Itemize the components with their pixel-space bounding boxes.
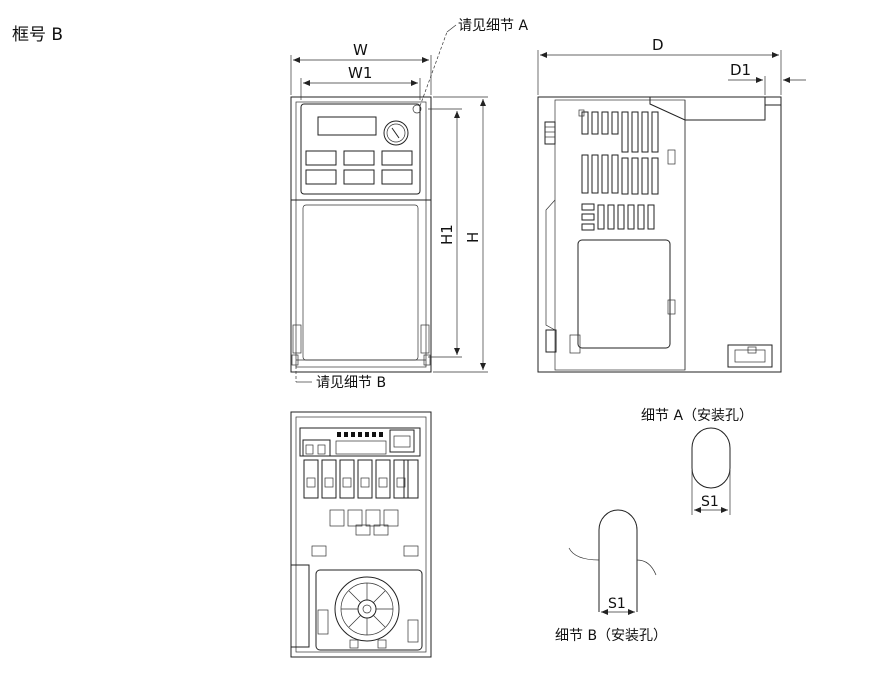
dim-w-label: W [353,41,368,59]
side-view: D D1 [537,36,806,373]
detail-a-title: 细节 A（安装孔） [641,408,753,424]
dim-d1-label: D1 [730,61,751,79]
fan-icon [334,576,400,642]
io-pins [335,432,387,455]
callout-detail-b: 请见细节 B [316,375,386,391]
mounting-hole-a-icon [412,104,422,114]
terminal-block [299,427,421,457]
detail-b: S1 细节 B（安装孔） [555,509,667,644]
dim-h1-label: H1 [438,224,456,245]
vent-slots [581,111,659,231]
frame-label: 框号 B [12,25,63,45]
keypad-panel [300,103,421,195]
dim-w1-label: W1 [348,64,372,82]
display-window [317,116,377,136]
side-label-area [577,239,671,349]
bottom-view [290,411,432,658]
keyhole-b-icon [598,509,638,612]
detail-b-s1: S1 [608,596,626,612]
detail-a-s1: S1 [701,494,719,510]
power-terminals [303,459,419,536]
dim-d-label: D [652,36,664,54]
callout-detail-a: 请见细节 A [458,18,528,34]
front-cover [302,204,419,361]
front-view: 请见细节 A 请见细节 B W W1 H H1 [290,18,528,391]
detail-a: 细节 A（安装孔） S1 [641,408,753,515]
keypad-buttons [305,150,413,185]
knob-icon [383,120,409,146]
dim-h-label: H [464,232,482,243]
detail-b-title: 细节 B（安装孔） [555,628,667,644]
keyhole-a-icon [691,427,731,489]
fan-housing [315,569,423,651]
ethernet-port [389,429,415,453]
